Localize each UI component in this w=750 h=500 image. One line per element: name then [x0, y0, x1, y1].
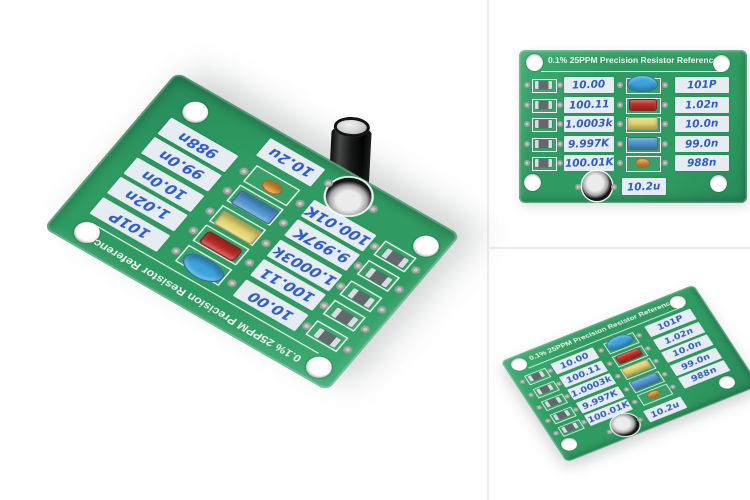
- title-underline: [541, 71, 723, 72]
- solder-pad: [662, 101, 668, 108]
- pcb-board-top-view: 0.1% 25PPM Precision Resistor Reference …: [519, 50, 747, 203]
- solder-pad: [358, 324, 372, 335]
- handwritten-capacitance: 988n: [687, 156, 717, 170]
- smd-resistor: [535, 159, 552, 167]
- capacitance-value-label: 101P: [675, 77, 729, 93]
- component-row: 9.997K 99.0n: [519, 134, 747, 154]
- solder-pad: [535, 404, 544, 411]
- panel-divider-vertical: [487, 0, 489, 500]
- solder-pad: [242, 258, 256, 269]
- solder-pad: [524, 160, 530, 166]
- smd-resistor: [535, 139, 552, 148]
- solder-pad: [643, 345, 652, 352]
- solder-pad: [605, 360, 614, 367]
- solder-pad: [662, 140, 668, 147]
- handwritten-capacitance: 1.02n: [685, 97, 719, 112]
- component-row: 1.0003k 10.0n: [519, 114, 747, 134]
- capacitance-value-label: 1.02n: [675, 96, 729, 113]
- capacitance-value-label: 99.0n: [675, 135, 729, 152]
- component-row: 100.01K 988n: [519, 153, 747, 173]
- capacitance-value-label: 988n: [675, 155, 729, 171]
- handwritten-resistance: 1.0003k: [565, 117, 613, 131]
- resistance-value-label: 10.00: [564, 77, 614, 93]
- solder-pad: [375, 304, 389, 316]
- handwritten-resistance: 100.01K: [564, 156, 614, 170]
- solder-pad: [552, 430, 560, 437]
- solder-pad: [409, 264, 423, 276]
- box-capacitor-yellow: [627, 117, 658, 130]
- solder-pad: [617, 101, 623, 108]
- component-rows: 10.00 101P 100.11 1.02n 1.0003k: [43, 117, 423, 391]
- mounting-hole: [713, 55, 730, 72]
- solder-pad: [617, 82, 623, 88]
- thumbnail-front-view: 0.1% 25PPM Precision Resistor Reference …: [490, 0, 750, 247]
- handwritten-capacitance: 101P: [686, 78, 718, 92]
- main-product-photo-angled: 0.1% 25PPM Precision Resistor Reference …: [43, 71, 461, 392]
- solder-pad: [611, 184, 617, 190]
- mounting-hole: [526, 54, 543, 71]
- solder-pad: [557, 82, 563, 88]
- handwritten-capacitance: 99.0n: [685, 136, 719, 151]
- solder-pad: [543, 417, 552, 424]
- component-rows: 10.00 101P 100.11 1.02n 1.0003k: [501, 285, 731, 437]
- solder-pad: [518, 378, 527, 385]
- disc-capacitor-blue: [627, 75, 658, 92]
- smd-resistor: [535, 120, 552, 128]
- disc-capacitor-orange: [635, 158, 650, 168]
- thumbnail-tilted-view: 0.1% 25PPM Precision Resistor Reference …: [490, 250, 750, 500]
- solder-pad: [276, 218, 290, 229]
- solder-pad: [630, 398, 639, 405]
- solder-pad: [557, 101, 563, 108]
- panel-divider-horizontal: [489, 247, 750, 249]
- solder-pad: [662, 160, 668, 166]
- solder-pad: [557, 121, 563, 127]
- resistance-value-label: 100.01K: [564, 155, 614, 171]
- solder-pad: [557, 140, 563, 147]
- solder-pad: [524, 82, 530, 88]
- resistance-value-label: 100.11: [564, 96, 614, 113]
- handwritten-resistance: 100.11: [568, 97, 610, 112]
- solder-pad: [225, 277, 239, 289]
- solder-pad: [392, 284, 406, 296]
- solder-pad: [636, 416, 644, 423]
- solder-pad: [293, 198, 307, 209]
- electrolytic-value-label: 10.2u: [622, 178, 666, 195]
- smd-resistor: [535, 81, 552, 89]
- board-title: 0.1% 25PPM Precision Resistor Reference: [547, 55, 719, 65]
- resistance-value-label: 9.997K: [564, 135, 614, 152]
- handwritten-resistance: 9.997K: [568, 136, 610, 151]
- mounting-hole: [524, 174, 541, 191]
- capacitance-value-label: 10.0n: [675, 116, 729, 132]
- solder-pad: [614, 373, 622, 380]
- solder-pad: [617, 160, 623, 166]
- solder-pad: [524, 140, 530, 147]
- solder-pad: [662, 82, 668, 88]
- solder-pad: [597, 347, 605, 354]
- solder-pad: [575, 184, 581, 190]
- solder-pad: [557, 160, 563, 166]
- component-row: 100.11 1.02n: [519, 95, 747, 115]
- solder-pad: [617, 121, 623, 127]
- solder-pad: [259, 238, 273, 249]
- handwritten-resistance: 10.00: [572, 78, 606, 92]
- pcb-board-bottom-view: 0.1% 25PPM Precision Resistor Reference …: [500, 284, 750, 463]
- box-capacitor-blue: [627, 136, 658, 150]
- pcb-board-main-view: 0.1% 25PPM Precision Resistor Reference …: [43, 71, 461, 392]
- solder-pad: [662, 121, 668, 127]
- solder-pad: [660, 370, 669, 377]
- smd-resistor: [535, 100, 552, 109]
- solder-pad: [617, 140, 623, 147]
- electrolytic-capacitor-top-view: [582, 171, 612, 201]
- box-capacitor-red: [629, 98, 657, 111]
- solder-pad: [622, 386, 631, 393]
- solder-pad: [341, 344, 355, 355]
- solder-pad: [526, 391, 535, 398]
- mounting-hole: [710, 175, 727, 192]
- component-row: 10.00 101P: [519, 75, 747, 95]
- handwritten-capacitance: 10.0n: [685, 117, 719, 131]
- handwritten-value: 10.2u: [627, 179, 661, 194]
- resistance-value-label: 1.0003k: [564, 116, 614, 132]
- solder-pad: [524, 121, 530, 127]
- solder-pad: [524, 101, 530, 108]
